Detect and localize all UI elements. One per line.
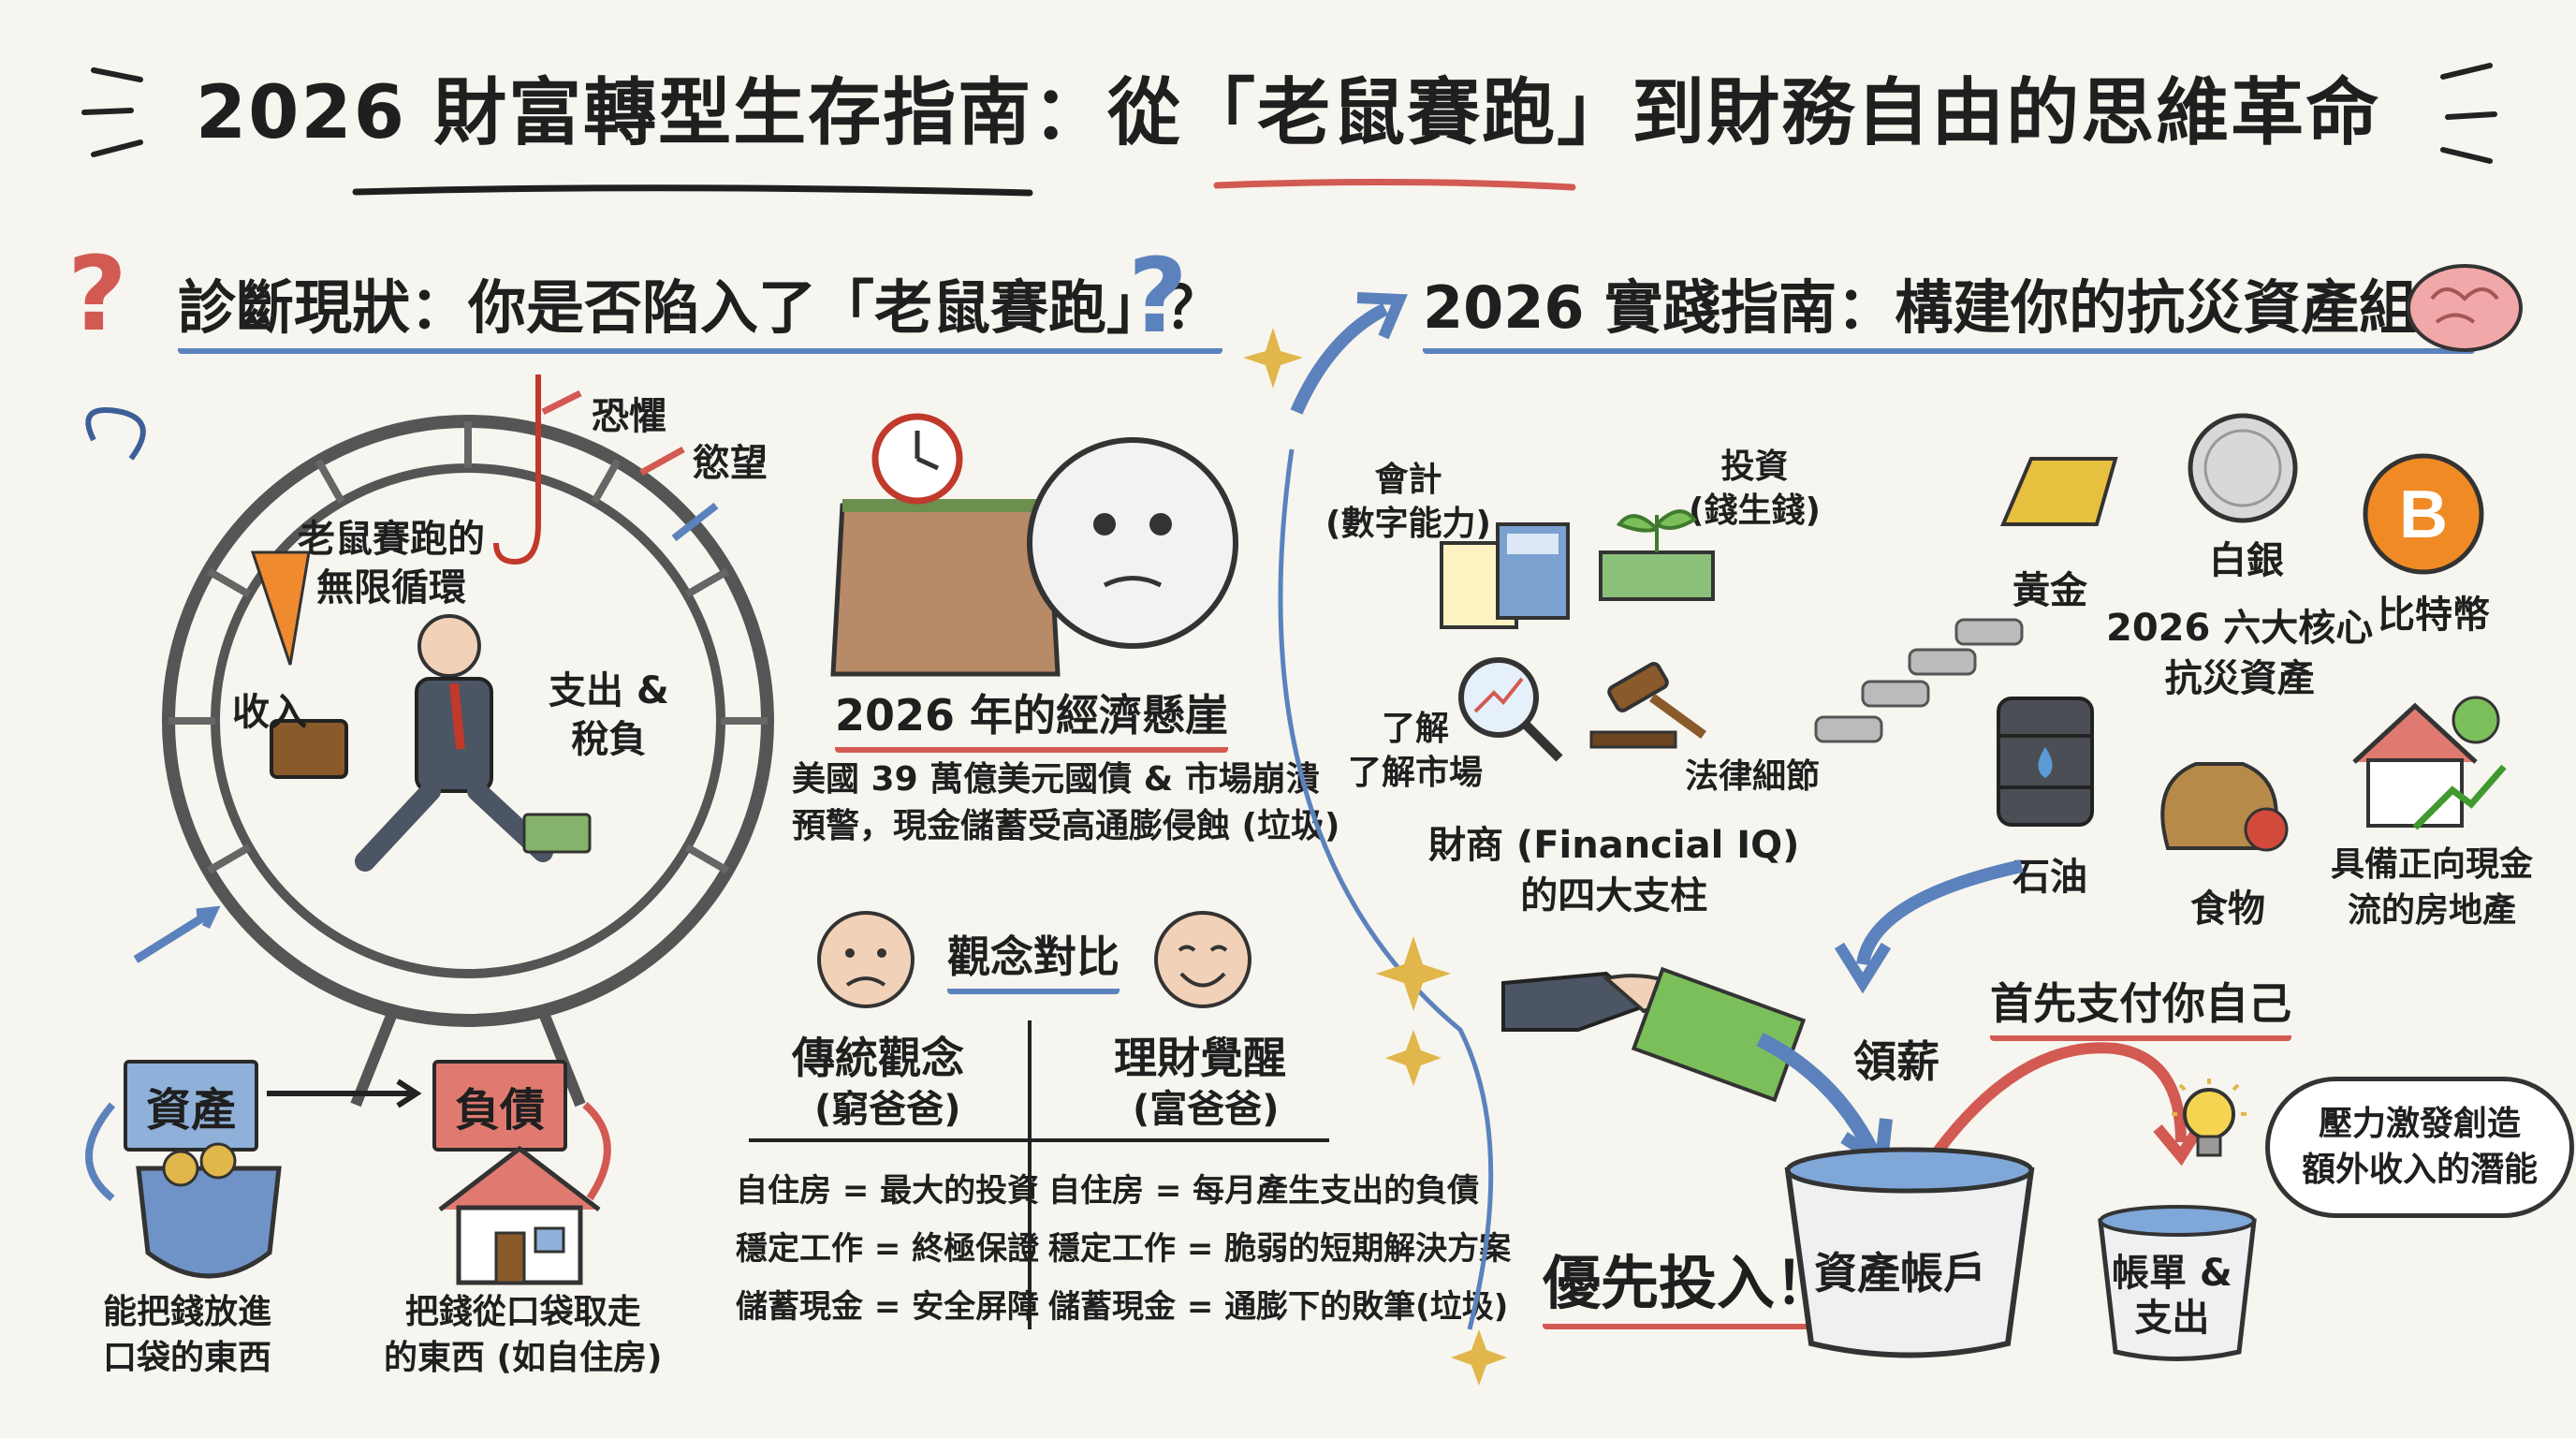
- market-label: 了解 了解市場: [1348, 710, 1484, 792]
- traditional-title: 傳統觀念: [792, 1033, 964, 1083]
- awakening-title: 理財覺醒: [1114, 1033, 1286, 1083]
- oil-label: 石油: [2012, 856, 2087, 899]
- investing-label: 投資 (錢生錢): [1689, 448, 1821, 530]
- question-mark-icon: ?: [1128, 236, 1188, 356]
- fear-label: 恐懼: [592, 395, 666, 438]
- invest-first-label: 優先投入！: [1543, 1236, 1834, 1329]
- rat-race-label: 老鼠賽跑的 無限循環: [298, 518, 485, 609]
- svg-text:B: B: [2399, 477, 2448, 552]
- pay-yourself-heading: 首先支付你自己: [1990, 970, 2291, 1041]
- bills-bucket-icon: [2098, 1205, 2257, 1361]
- money-plant-icon: [1599, 509, 1715, 601]
- gold-label: 黃金: [2012, 569, 2087, 612]
- comparison-right-1: 自住房 = 每月產生支出的負債: [1048, 1172, 1480, 1210]
- asset-description: 能把錢放進 口袋的東西: [103, 1293, 272, 1377]
- comparison-right-2: 穩定工作 = 脆弱的短期解決方案: [1048, 1230, 1512, 1268]
- bills-label: 帳單 & 支出: [2112, 1252, 2232, 1340]
- liability-description: 把錢從口袋取走 的東西 (如自住房): [384, 1293, 663, 1377]
- practice-heading: 2026 實踐指南：構建你的抗災資產組合: [1423, 260, 2476, 354]
- crisis-heading: 2026 年的經濟懸崖: [835, 682, 1229, 753]
- food-label: 食物: [2190, 888, 2265, 931]
- silver-label: 白銀: [2209, 539, 2284, 582]
- comparison-heading: 觀念對比: [947, 923, 1120, 994]
- bitcoin-label: 比特幣: [2378, 594, 2490, 637]
- real-estate-label: 具備正向現金 流的房地產: [2331, 845, 2534, 930]
- law-label: 法律細節: [1685, 757, 1821, 796]
- comparison-left-3: 儲蓄現金 = 安全屏障: [736, 1288, 1040, 1326]
- question-mark-icon: ?: [67, 234, 127, 354]
- house-icon: [438, 1145, 601, 1285]
- happy-face-icon: [1154, 911, 1251, 1008]
- core-assets-label: 2026 六大核心 抗災資產: [2106, 607, 2374, 700]
- comparison-right-3: 儲蓄現金 = 通膨下的敗筆(垃圾): [1048, 1288, 1509, 1326]
- income-label: 收入: [232, 691, 307, 734]
- diagnosis-heading: 診斷現狀：你是否陷入了「老鼠賽跑」？: [178, 260, 1223, 354]
- gold-bar-icon: [1999, 457, 2118, 526]
- house-cashflow-icon: [2352, 696, 2507, 830]
- bitcoin-icon: B: [2363, 453, 2484, 575]
- traditional-subtitle: (窮爸爸): [814, 1088, 961, 1131]
- cliff-illustration: [830, 413, 1238, 677]
- comparison-left-1: 自住房 = 最大的投資: [736, 1172, 1040, 1210]
- silver-coin-icon: [2188, 413, 2298, 523]
- page-title: 2026 財富轉型生存指南：從「老鼠賽跑」到財務自由的思維革命: [195, 71, 2381, 155]
- hamster-wheel: [162, 374, 774, 1108]
- lightbulb-icon: [2172, 1078, 2247, 1157]
- food-sack-icon: [2160, 762, 2289, 852]
- desire-label: 慾望: [693, 442, 768, 485]
- brain-icon: [2407, 264, 2523, 352]
- financial-iq-label: 財商 (Financial IQ) 的四大支柱: [1428, 824, 1800, 917]
- awakening-subtitle: (富爸爸): [1133, 1088, 1280, 1131]
- pressure-thought-bubble: 壓力激發創造 額外收入的潛能: [2265, 1077, 2575, 1219]
- hand-money-icon: [1501, 966, 1807, 1103]
- expense-label: 支出 & 稅負: [549, 669, 669, 761]
- oil-barrel-icon: [1997, 697, 2094, 827]
- calculator-icon: [1440, 522, 1570, 629]
- magnifier-chart-icon: [1458, 657, 1563, 762]
- crisis-body: 美國 39 萬億美元國債 & 市場崩潰 預警，現金儲蓄受高通膨侵蝕 (垃圾): [792, 760, 1340, 846]
- comparison-left-2: 穩定工作 = 終極保證: [736, 1230, 1040, 1268]
- accounting-label: 會計 (數字能力): [1325, 461, 1491, 543]
- pocket-icon: [136, 1142, 282, 1279]
- asset-bucket-icon: [1784, 1147, 2035, 1358]
- gavel-icon: [1589, 662, 1706, 749]
- asset-box: 資產: [124, 1060, 259, 1152]
- asset-account-label: 資產帳戶: [1814, 1248, 1986, 1299]
- worried-face-icon: [817, 911, 915, 1008]
- liability-box: 負債: [432, 1060, 568, 1152]
- salary-label: 領薪: [1853, 1036, 1939, 1087]
